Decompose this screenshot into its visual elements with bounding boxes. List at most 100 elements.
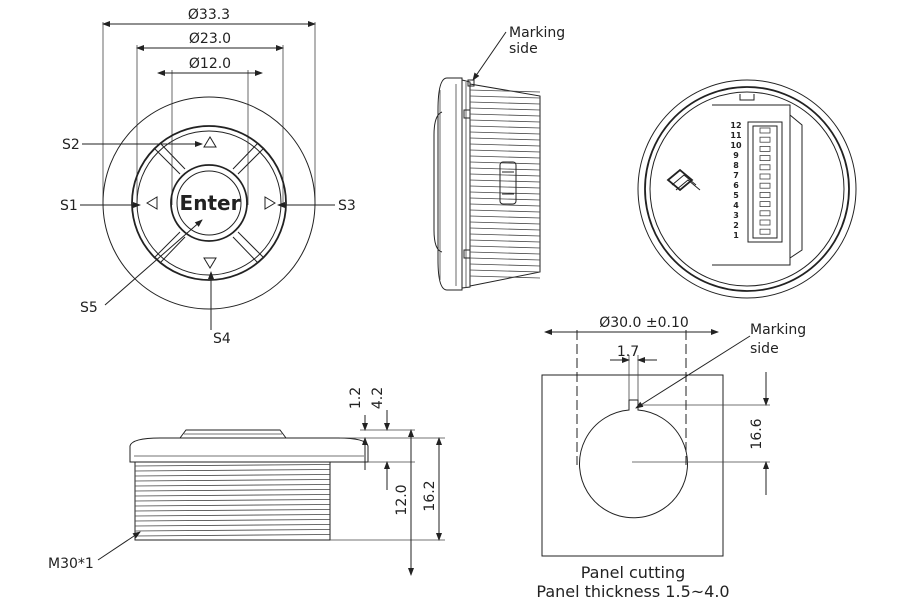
outer-bezel [102,96,316,310]
right-arrow-icon [264,196,276,210]
profile-view: 1.2 4.2 12.0 16.2 M30*1 [48,387,445,576]
thread-line [469,221,541,225]
panel-cutting-view: Ø30.0 ±0.10 1.7 16.6 Marking side Panel … [536,315,806,601]
dim-12-0: 12.0 [394,484,410,515]
thread-line [134,534,331,537]
panel-thickness-caption: Panel thickness 1.5~4.0 [536,582,729,601]
pin-number: 5 [733,191,739,200]
panel-caption: Panel cutting [581,563,685,582]
pin-number: 10 [730,141,742,150]
thread-line [469,113,541,117]
thread-line [469,215,541,219]
pin-slot [759,127,771,134]
pin-slot [759,173,771,180]
dim-1-2: 1.2 [348,387,364,409]
dim-inner-label: Ø12.0 [189,56,231,72]
thread-line [134,494,331,497]
panel-dia-label: Ø30.0 ±0.10 [599,315,689,331]
cutout-hole [579,399,688,519]
thread-line [134,514,331,517]
pin-number: 1 [733,231,739,240]
brand-logo-icon [666,168,701,192]
thread-line [134,509,331,512]
label-s2: S2 [62,137,80,153]
enter-label: Enter [180,191,241,215]
left-arrow-icon [146,196,158,210]
pin-number: 2 [733,221,739,230]
thread-line [134,474,331,477]
thread-line [469,269,541,273]
pin-number: 11 [730,131,742,140]
pin-slot [759,210,771,217]
thread-line [469,167,541,171]
pin-slot [759,201,771,208]
pin-slot [759,155,771,162]
connector-housing [747,121,783,243]
back-view: 12 11 10 9 8 7 6 5 4 3 2 1 [637,79,857,299]
dim-mid-label: Ø23.0 [189,31,231,47]
thread-line [469,209,541,213]
notch-width-label: 1.7 [617,344,639,360]
thread-line [134,499,331,502]
side-thread-lines [469,89,541,279]
key-ring-outer [131,125,287,281]
panel-marking-label-2: side [750,341,779,357]
thread-line [469,197,541,201]
label-s3: S3 [338,198,356,214]
thread-line [469,107,541,111]
side-view: Marking side [433,25,565,291]
notch-height-label: 16.6 [749,418,765,449]
pin-slot [759,145,771,152]
thread-line [134,524,331,527]
profile-thread-lines [134,464,331,537]
thread-line [134,469,331,472]
thread-line [469,233,541,237]
down-arrow-icon [203,257,217,269]
enter-key-inner [176,170,242,236]
pin-number: 3 [733,211,739,220]
snap-latch [499,161,517,205]
pin-slot [759,228,771,235]
label-s4: S4 [213,331,231,347]
pin-number: 7 [733,171,739,180]
thread-line [469,131,541,135]
thread-line [469,257,541,261]
dim-16-2: 16.2 [422,480,438,511]
side-ring-ridges [439,82,471,288]
thread-line [469,95,541,99]
thread-line [469,149,541,153]
thread-line [469,101,541,105]
side-marking-label-2: side [509,41,538,57]
dim-4-2: 4.2 [370,387,386,409]
pin-number: 6 [733,181,739,190]
side-marking-label: Marking [509,25,565,41]
thread-line [469,245,541,249]
thread-line [469,143,541,147]
label-s1: S1 [60,198,78,214]
pin-numbers: 12 11 10 9 8 7 6 5 4 3 2 1 [730,121,742,240]
thread-line [469,161,541,165]
thread-line [469,125,541,129]
pin-number: 12 [730,121,741,130]
key-separators [153,142,265,264]
pin-slot [759,164,771,171]
pin-slot [759,182,771,189]
thread-line [469,227,541,231]
thread-line [469,185,541,189]
thread-line [469,263,541,267]
thread-line [134,519,331,522]
dim-mid-diameter: Ø23.0 [136,31,284,51]
thread-line [469,155,541,159]
pin-slot [759,191,771,198]
thread-line [469,203,541,207]
thread-line [469,251,541,255]
pin-number: 8 [733,161,739,170]
thread-line [134,479,331,482]
thread-line [134,464,331,467]
thread-line [469,179,541,183]
panel-marking-label: Marking [750,322,806,338]
thread-line [134,529,331,532]
thread-line [469,119,541,123]
thread-line [469,191,541,195]
